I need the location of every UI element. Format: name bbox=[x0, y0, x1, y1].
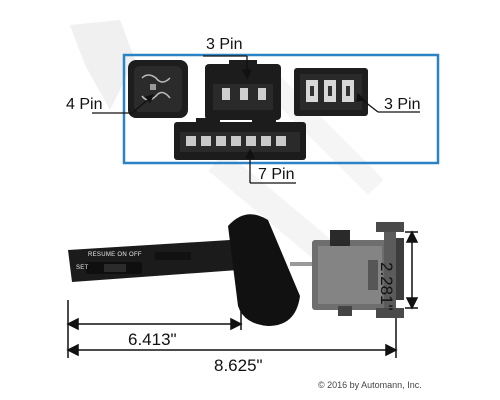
knob-label: RESUME ON OFF bbox=[88, 252, 142, 258]
connector-3pin-top bbox=[205, 60, 281, 120]
dimension-6413-label: 6.413" bbox=[128, 330, 177, 349]
connector-3pin-right bbox=[294, 68, 368, 116]
dimension-8625-label: 8.625" bbox=[214, 356, 263, 375]
connector-box bbox=[122, 53, 440, 165]
turn-signal-switch bbox=[68, 214, 404, 326]
label-7pin: 7 Pin bbox=[258, 166, 295, 183]
dimension-lines bbox=[66, 230, 419, 358]
pin-leaders bbox=[92, 55, 420, 184]
label-4pin: 4 Pin bbox=[66, 96, 103, 113]
copyright-text: © 2016 by Automann, Inc. bbox=[318, 380, 422, 390]
label-3pin-top: 3 Pin bbox=[206, 36, 243, 53]
connector-7pin bbox=[174, 118, 306, 160]
set-label: SET bbox=[76, 265, 89, 271]
label-3pin-right: 3 Pin bbox=[384, 96, 421, 113]
dimension-height-label: 2.281" bbox=[377, 262, 396, 311]
